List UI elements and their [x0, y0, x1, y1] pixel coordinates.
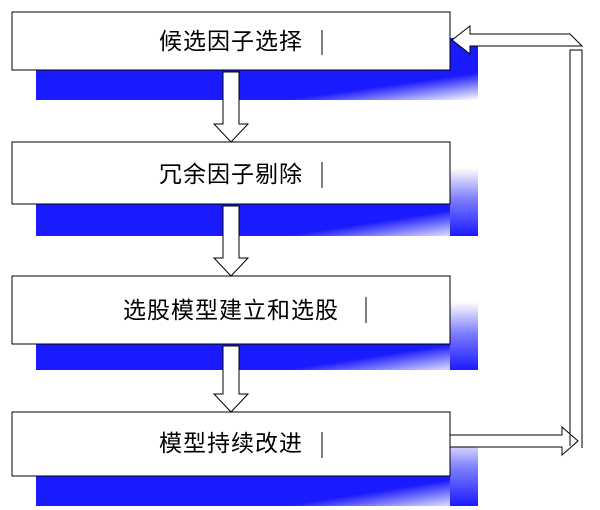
feedback-loop-vertical: [569, 49, 583, 448]
step-label: 选股模型建立和选股: [123, 298, 339, 324]
step-label: 候选因子选择: [159, 29, 303, 55]
flow-step-improve: 模型持续改进: [11, 411, 478, 506]
step-box: [11, 275, 451, 345]
step-shadow-side: [450, 168, 478, 236]
step-shadow-side: [450, 436, 478, 506]
step-label: 冗余因子剔除: [159, 162, 303, 188]
down-arrow: [212, 205, 250, 277]
flow-step-candidate: 候选因子选择: [11, 11, 478, 100]
step-label: 模型持续改进: [159, 431, 303, 457]
flow-step-redundant: 冗余因子剔除: [11, 141, 478, 236]
step-box: [11, 141, 451, 205]
step-box: [11, 11, 451, 71]
down-arrow: [212, 345, 250, 413]
flow-step-model: 选股模型建立和选股: [11, 275, 478, 370]
feedback-loop-arrow: [449, 425, 579, 457]
feedback-loop-return-arrow: [451, 24, 584, 56]
step-shadow-side: [450, 302, 478, 370]
down-arrow: [212, 71, 250, 143]
step-box: [11, 411, 451, 477]
